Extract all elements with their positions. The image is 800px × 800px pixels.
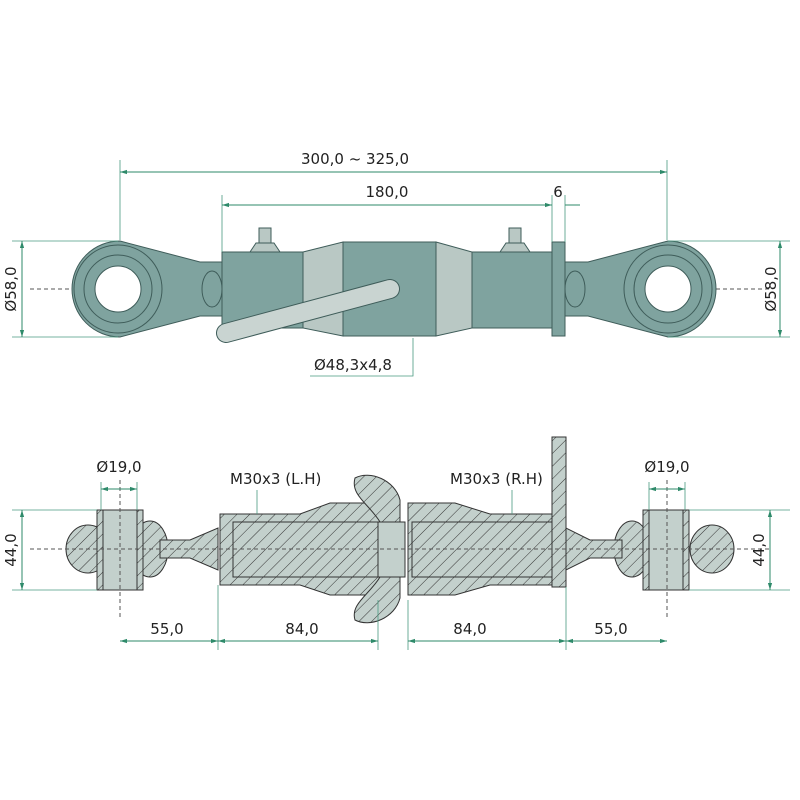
right-eye-end bbox=[564, 240, 717, 338]
grease-nipple-left bbox=[249, 227, 281, 253]
pin-diameter-right-label: Ø19,0 bbox=[644, 458, 689, 476]
overall-length-label: 300,0 ~ 325,0 bbox=[301, 150, 409, 168]
top-view: 300,0 ~ 325,0 180,0 6 Ø58,0 Ø58,0 Ø48,3x… bbox=[2, 150, 790, 377]
thread-right-label: M30x3 (R.H) bbox=[450, 470, 543, 488]
left-cone bbox=[302, 241, 344, 337]
lever-lug-bottom bbox=[353, 576, 401, 624]
left-eye-end bbox=[71, 240, 223, 338]
dim-right-thread-label: 84,0 bbox=[453, 620, 486, 638]
eye-width-right-label: 44,0 bbox=[750, 533, 768, 566]
dim-left-thread-label: 84,0 bbox=[285, 620, 318, 638]
right-tube bbox=[471, 251, 553, 329]
dim-right-eye-label: 55,0 bbox=[594, 620, 627, 638]
thread-left-label: M30x3 (L.H) bbox=[230, 470, 321, 488]
tube-length-label: 180,0 bbox=[366, 183, 409, 201]
flange bbox=[551, 241, 566, 337]
flange-section bbox=[551, 436, 567, 588]
pin-diameter-left-label: Ø19,0 bbox=[96, 458, 141, 476]
lever-lug-top bbox=[353, 474, 401, 523]
grease-nipple-right bbox=[499, 227, 531, 253]
eye-diameter-right-label: Ø58,0 bbox=[762, 266, 780, 311]
dim-left-eye-label: 55,0 bbox=[150, 620, 183, 638]
adjusting-lever bbox=[217, 280, 399, 342]
section-view: M30x3 (L.H) M30x3 (R.H) Ø19,0 Ø19,0 44,0… bbox=[2, 436, 790, 650]
right-cone bbox=[435, 241, 473, 337]
right-pin-bore bbox=[648, 509, 684, 591]
flange-width-label: 6 bbox=[553, 183, 563, 201]
tube-spec-label: Ø48,3x4,8 bbox=[314, 356, 392, 374]
eye-diameter-left-label: Ø58,0 bbox=[2, 266, 20, 311]
eye-width-left-label: 44,0 bbox=[2, 533, 20, 566]
